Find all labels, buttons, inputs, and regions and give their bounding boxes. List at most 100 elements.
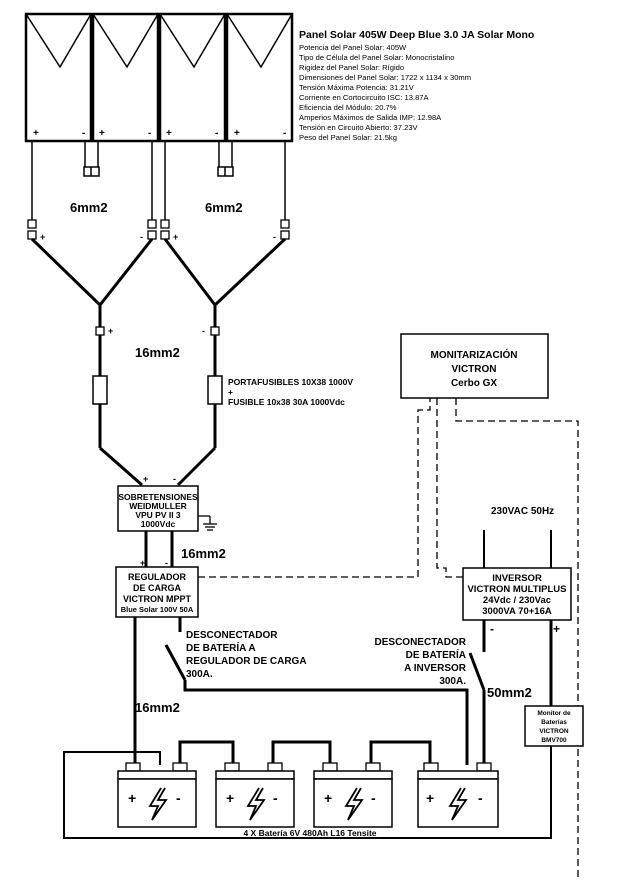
svg-text:DE BATERÍA: DE BATERÍA	[406, 648, 466, 661]
battery-wiring	[63, 617, 553, 839]
inverter-multiplus: INVERSOR VICTRON MULTIPLUS 24Vdc / 230Va…	[462, 567, 572, 621]
surge-protector: SOBRETENSIONES WEIDMULLER VPU PV II 3 10…	[117, 485, 199, 532]
surge-to-regulator-wires	[144, 531, 174, 567]
fuse-holder	[92, 375, 223, 405]
svg-text:+: +	[40, 232, 45, 242]
solar-panel-4: + -	[225, 12, 294, 143]
solar-panel-1: + -	[24, 12, 93, 143]
svg-text:VICTRON: VICTRON	[539, 728, 569, 735]
svg-text:+: +	[128, 790, 136, 806]
svg-text:-: -	[176, 790, 181, 806]
svg-text:-: -	[140, 232, 143, 242]
svg-text:Tensión en Circuito Abierto: 3: Tensión en Circuito Abierto: 37.23V	[299, 123, 419, 132]
svg-text:VPU PV II 3: VPU PV II 3	[135, 510, 181, 520]
svg-text:-: -	[273, 232, 276, 242]
battery-1: + -	[117, 762, 197, 828]
cable-size-label: 16mm2	[135, 345, 180, 360]
cable-size-label: 50mm2	[487, 685, 532, 700]
svg-text:+: +	[426, 790, 434, 806]
svg-text:-: -	[478, 790, 483, 806]
svg-text:Baterías: Baterías	[541, 719, 567, 726]
svg-text:VICTRON MULTIPLUS: VICTRON MULTIPLUS	[467, 584, 566, 595]
pv-main-lines	[98, 335, 217, 487]
svg-text:VICTRON MPPT: VICTRON MPPT	[123, 594, 192, 604]
svg-text:Tipo de Célula del Panel Solar: Tipo de Célula del Panel Solar: Monocris…	[299, 53, 454, 62]
battery-monitor-bmv700: Monitor de Baterías VICTRON BMV700	[524, 705, 584, 747]
svg-text:Corriente en Cortocircuito ISC: Corriente en Cortocircuito ISC: 13.87A	[299, 93, 430, 102]
disconnector-inverter-label: DESCONECTADOR DE BATERÍA A INVERSOR 300A…	[375, 637, 467, 687]
svg-text:BMV700: BMV700	[541, 737, 567, 744]
svg-text:DESCONECTADOR: DESCONECTADOR	[186, 630, 278, 641]
panel-series-links	[83, 141, 234, 177]
svg-text:WEIDMULLER: WEIDMULLER	[129, 501, 187, 511]
svg-text:+: +	[226, 790, 234, 806]
battery-4: + -	[417, 762, 499, 828]
svg-text:Potencia del Panel Solar: 405W: Potencia del Panel Solar: 405W	[299, 43, 407, 52]
svg-text:3000VA 70+16A: 3000VA 70+16A	[482, 606, 552, 617]
svg-text:A INVERSOR: A INVERSOR	[404, 663, 467, 674]
ac-input-label: 230VAC 50Hz	[491, 506, 554, 517]
ac-input-wires	[483, 530, 552, 568]
svg-text:-: -	[148, 128, 151, 139]
svg-text:1000Vdc: 1000Vdc	[141, 519, 176, 529]
svg-text:Eficiencia del Módulo: 20.7%: Eficiencia del Módulo: 20.7%	[299, 103, 397, 112]
svg-text:Monitor de: Monitor de	[537, 710, 571, 717]
svg-text:DE CARGA: DE CARGA	[133, 583, 182, 593]
fuse-label: FUSIBLE 10x38 30A 1000Vdc	[228, 397, 345, 407]
ground-icon	[198, 515, 217, 531]
cable-size-label: 6mm2	[70, 200, 108, 215]
svg-text:Dimensiones del Panel Solar: 1: Dimensiones del Panel Solar: 1722 x 1134…	[299, 73, 471, 82]
svg-text:DESCONECTADOR: DESCONECTADOR	[375, 637, 467, 648]
string-leads	[31, 141, 286, 220]
svg-text:-: -	[283, 128, 286, 139]
battery-bank-label: 4 X Batería 6V 480Ah L16 Tensite	[243, 828, 376, 838]
cable-size-label: 16mm2	[135, 700, 180, 715]
panel-specification: Panel Solar 405W Deep Blue 3.0 JA Solar …	[299, 29, 534, 142]
charge-controller: REGULADOR DE CARGA VICTRON MPPT Blue Sol…	[115, 566, 199, 618]
monitoring-cerbo-gx: MONITARIZACIÓN VICTRON Cerbo GX	[400, 333, 549, 399]
solar-panel-3: + -	[158, 12, 227, 143]
svg-text:-: -	[371, 790, 376, 806]
svg-text:+: +	[33, 128, 39, 139]
svg-text:DE BATERÍA A: DE BATERÍA A	[186, 641, 256, 654]
svg-text:300A.: 300A.	[439, 676, 466, 687]
battery-3: + -	[313, 762, 393, 828]
svg-text:+: +	[234, 128, 240, 139]
svg-text:-: -	[202, 326, 205, 336]
cable-size-label: 16mm2	[181, 546, 226, 561]
svg-text:SOBRETENSIONES: SOBRETENSIONES	[118, 492, 198, 502]
lightning-icon	[344, 787, 364, 821]
disconnector-controller-label: DESCONECTADOR DE BATERÍA A REGULADOR DE …	[186, 630, 307, 680]
svg-text:-: -	[173, 474, 176, 484]
communication-lines	[198, 398, 579, 880]
svg-text:VICTRON: VICTRON	[452, 364, 497, 375]
svg-text:+: +	[324, 790, 332, 806]
svg-text:-: -	[215, 128, 218, 139]
svg-text:-: -	[165, 558, 168, 568]
solar-panel-2: + -	[91, 12, 160, 143]
svg-text:-: -	[490, 622, 494, 636]
svg-text:MONITARIZACIÓN: MONITARIZACIÓN	[430, 348, 517, 361]
panel-spec-title: Panel Solar 405W Deep Blue 3.0 JA Solar …	[299, 29, 534, 41]
svg-text:Tensión Máxima Potencia: 31.21: Tensión Máxima Potencia: 31.21V	[299, 83, 415, 92]
lightning-icon	[148, 787, 168, 821]
svg-text:Cerbo GX: Cerbo GX	[451, 378, 497, 389]
svg-text:24Vdc / 230Vac: 24Vdc / 230Vac	[483, 595, 551, 606]
svg-text:+: +	[228, 387, 233, 397]
svg-text:+: +	[166, 128, 172, 139]
battery-2: + -	[215, 762, 295, 828]
svg-text:300A.: 300A.	[186, 669, 213, 680]
svg-text:REGULADOR DE CARGA: REGULADOR DE CARGA	[186, 656, 307, 667]
svg-text:+: +	[108, 326, 113, 336]
combiner-wiring	[30, 237, 287, 327]
svg-text:Rigidez del Panel Solar: Rígid: Rigidez del Panel Solar: Rígido	[299, 63, 404, 72]
svg-text:Blue Solar 100V 50A: Blue Solar 100V 50A	[121, 605, 194, 614]
svg-text:+: +	[553, 622, 560, 636]
lightning-icon	[246, 787, 266, 821]
svg-text:REGULADOR: REGULADOR	[128, 572, 186, 582]
svg-text:+: +	[173, 232, 178, 242]
svg-text:Peso del Panel Solar: 21.5kg: Peso del Panel Solar: 21.5kg	[299, 133, 397, 142]
svg-text:+: +	[99, 128, 105, 139]
svg-text:-: -	[273, 790, 278, 806]
